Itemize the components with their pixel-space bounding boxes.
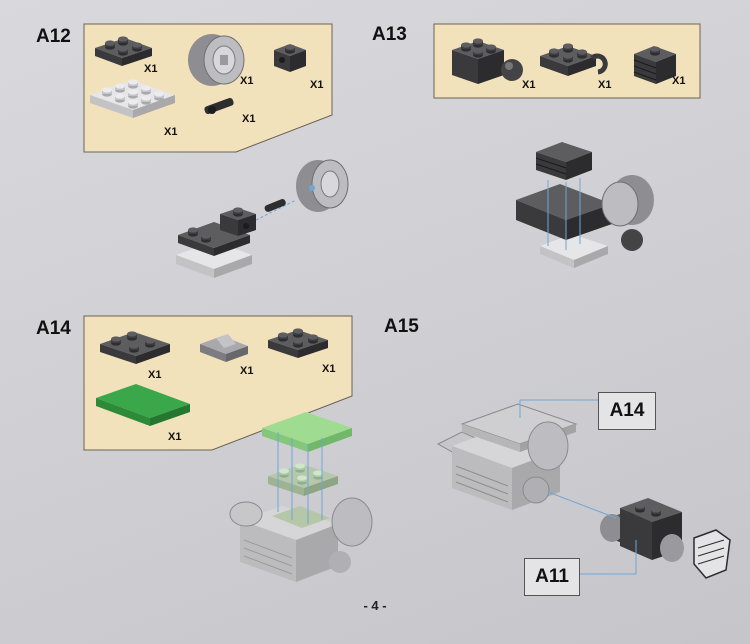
a13-part-brick-ball [452, 38, 523, 84]
a15-assembly [436, 399, 731, 579]
callout-a14: A14 [598, 392, 656, 430]
step-label-a12: A12 [36, 26, 71, 47]
a14-qty-3: X1 [322, 363, 335, 375]
a13-assembly [516, 142, 654, 268]
a13-qty-1: X1 [522, 79, 535, 91]
a12-part-technic-brick [274, 44, 306, 72]
step-label-a15: A15 [384, 316, 419, 337]
a14-part-dark-plate-1 [100, 331, 170, 364]
a12-part-wheel [188, 34, 245, 86]
a12-qty-4: X1 [164, 126, 177, 138]
step-label-a13: A13 [372, 24, 407, 45]
a14-qty-2: X1 [240, 365, 253, 377]
a14-part-green-tile [96, 384, 190, 426]
a14-qty-1: X1 [148, 369, 161, 381]
page-number: - 4 - [363, 598, 387, 613]
a13-part-grille-brick [633, 46, 676, 84]
callout-a11: A11 [524, 558, 580, 596]
a14-assembly [229, 412, 373, 582]
a13-qty-3: X1 [672, 75, 685, 87]
a12-qty-1: X1 [144, 63, 157, 75]
a13-part-plate-clip [540, 43, 608, 76]
a12-qty-5: X1 [242, 113, 255, 125]
a13-qty-2: X1 [598, 79, 611, 91]
a14-qty-4: X1 [168, 431, 181, 443]
a12-part-technic-pin [204, 97, 234, 115]
a12-qty-3: X1 [310, 79, 323, 91]
a12-assembly [176, 159, 349, 278]
step-label-a14: A14 [36, 318, 71, 339]
a12-part-light-plate [90, 79, 175, 118]
a14-part-slope [200, 334, 248, 362]
a14-part-dark-plate-2 [268, 328, 328, 358]
a12-part-dark-plate [95, 36, 152, 66]
a12-qty-2: X1 [240, 75, 253, 87]
